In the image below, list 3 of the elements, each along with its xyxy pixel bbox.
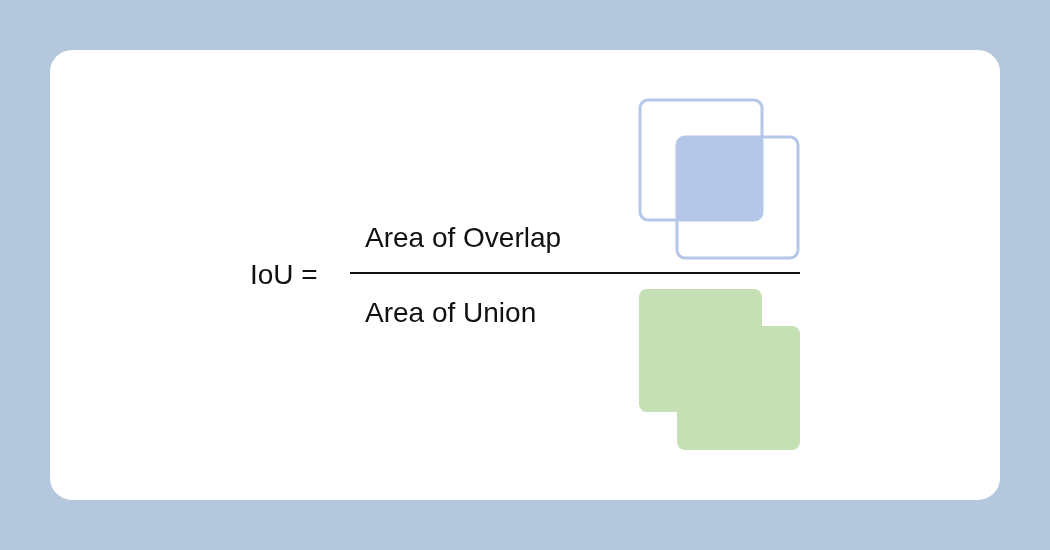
denominator-text: Area of Union [365,296,537,330]
numerator-text: Area of Overlap [365,221,562,255]
formula-label: IoU = [250,258,318,292]
